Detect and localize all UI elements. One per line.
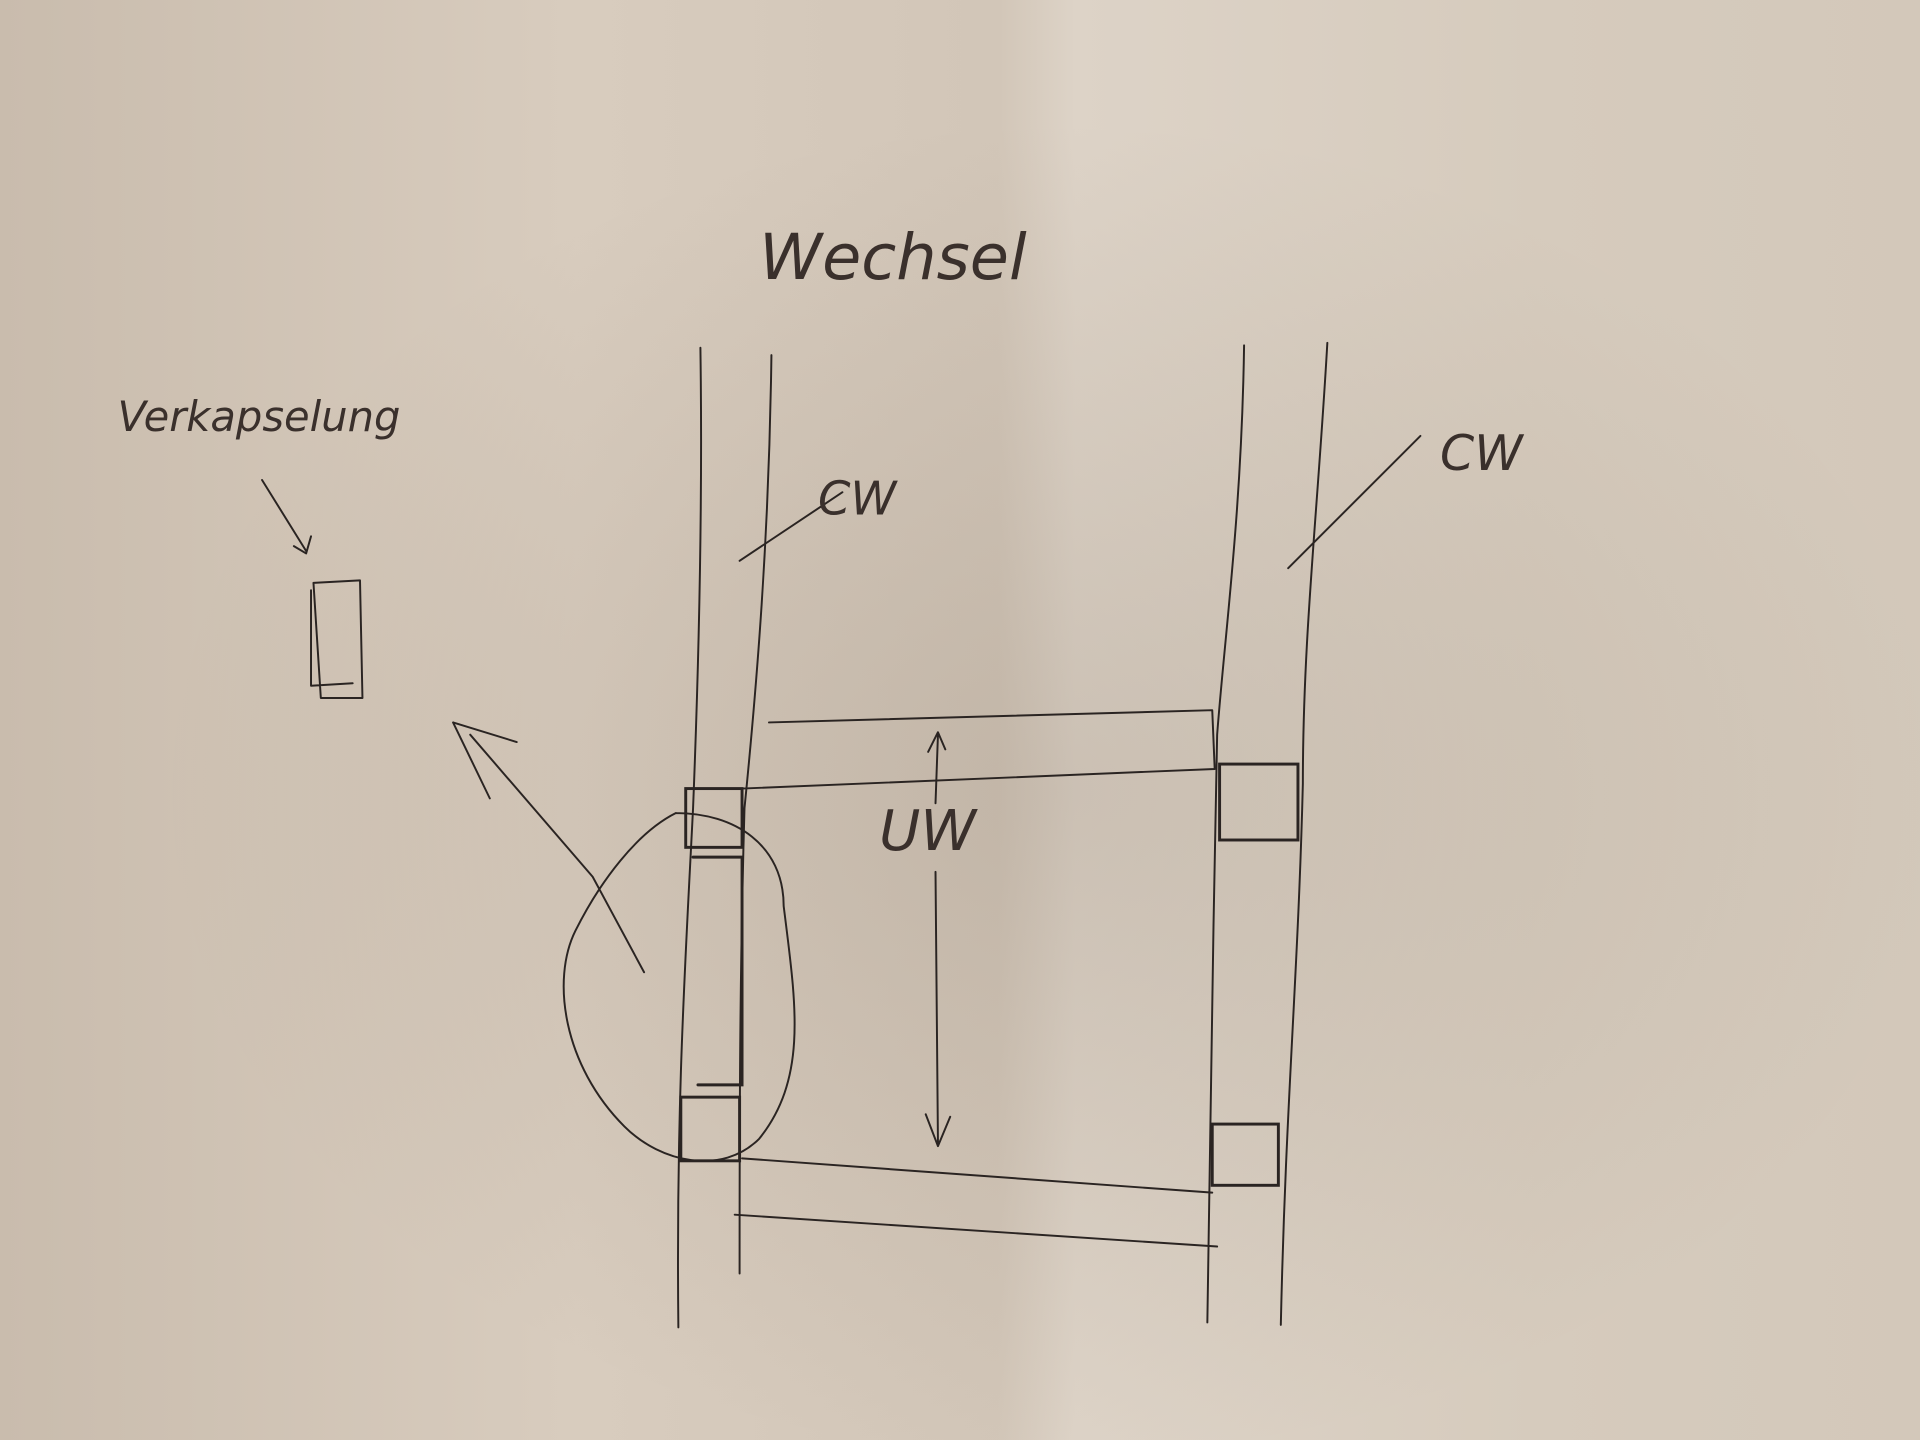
uw-arrow-down-icon	[924, 870, 952, 1148]
left-stud-leader-line	[738, 491, 844, 562]
right-stud-leader-line	[1287, 434, 1422, 570]
label-cw-left: CW	[818, 471, 898, 525]
block-upper-right	[1218, 762, 1300, 842]
detail-circle	[562, 812, 796, 1162]
label-verkapselung: Verkapselung	[118, 392, 401, 441]
upper-track	[741, 709, 1216, 790]
block-upper-left	[684, 787, 744, 849]
block-lower-right	[1210, 1122, 1280, 1187]
left-stud-outer-line	[677, 346, 703, 1329]
right-stud-inner-line	[1279, 341, 1329, 1326]
block-lower-left	[679, 1095, 742, 1163]
enclosure-box	[310, 579, 364, 699]
label-cw-right: CW	[1440, 425, 1524, 482]
label-uw: UW	[879, 799, 978, 864]
arrow-to-enclosure-icon	[261, 479, 312, 555]
title-wechsel: Wechsel	[759, 221, 1027, 295]
lower-track	[733, 1157, 1219, 1248]
detail-arrow-icon	[452, 721, 646, 974]
right-stud-outer-line	[1206, 344, 1246, 1324]
left-stud-inner-line	[738, 354, 773, 1275]
jamb-profile	[691, 855, 744, 1087]
uw-arrow-up-icon	[927, 731, 947, 805]
